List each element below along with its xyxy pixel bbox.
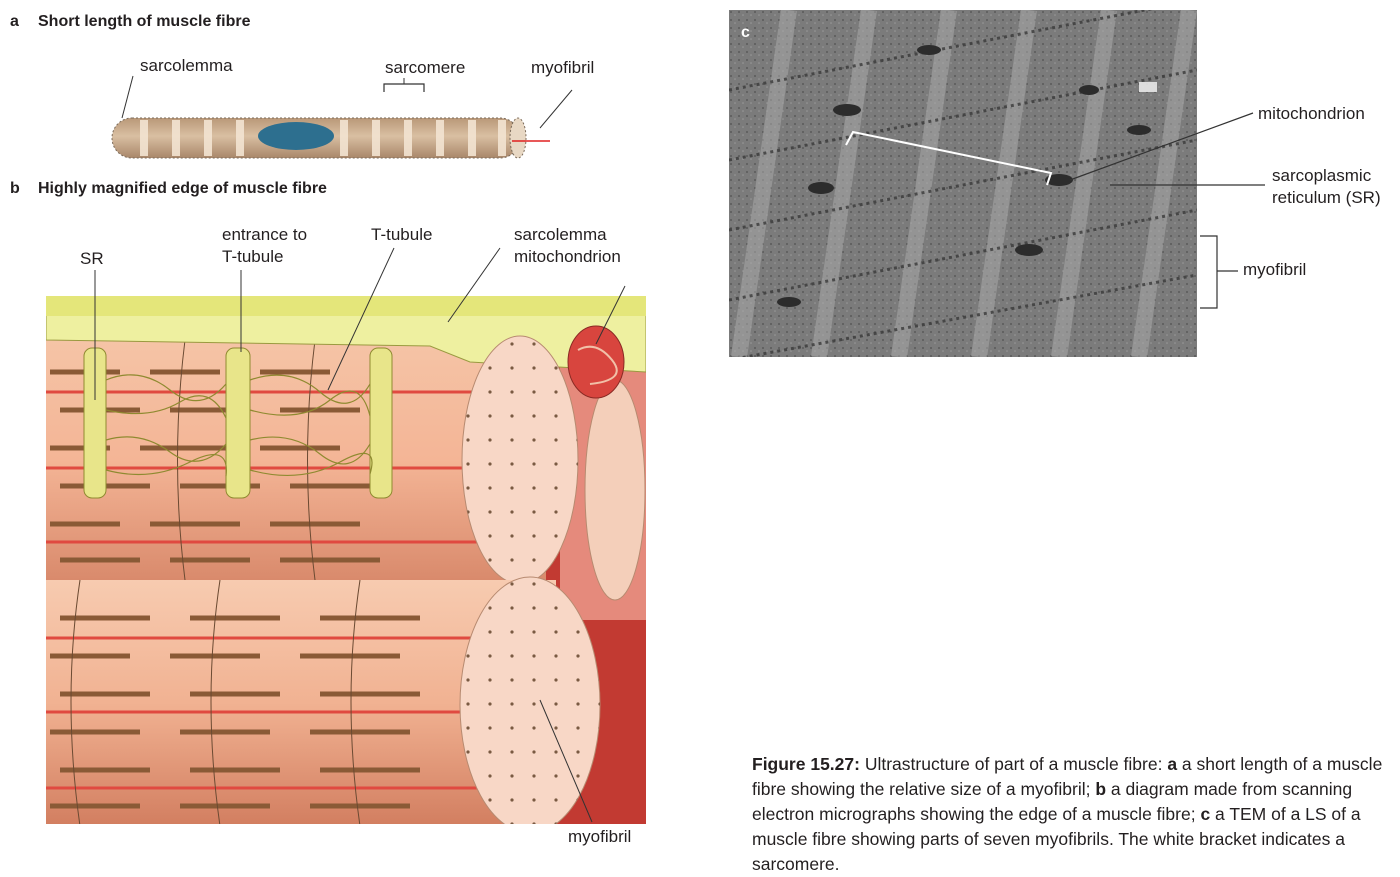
- caption-part-1: Ultrastructure of part of a muscle fibre…: [860, 754, 1167, 774]
- caption-letter-b: b: [1095, 779, 1106, 799]
- figure-caption: Figure 15.27: Ultrastructure of part of …: [752, 752, 1392, 877]
- panel-c-leaders: [0, 0, 1400, 859]
- caption-figure-label: Figure 15.27:: [752, 754, 860, 774]
- caption-letter-c: c: [1200, 804, 1210, 824]
- caption-letter-a: a: [1167, 754, 1177, 774]
